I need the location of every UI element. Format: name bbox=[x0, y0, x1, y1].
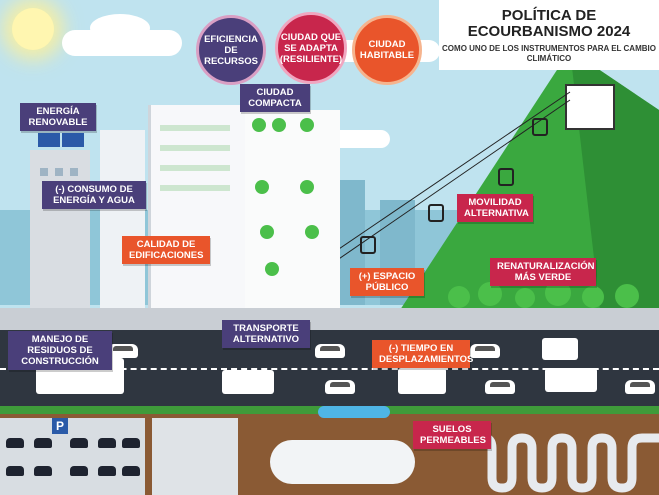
sun-icon bbox=[12, 8, 54, 50]
window bbox=[160, 125, 230, 131]
cable-car-icon bbox=[532, 118, 548, 136]
car-icon bbox=[108, 344, 138, 358]
building-green-tower bbox=[245, 110, 340, 310]
cable-car-icon bbox=[428, 204, 444, 222]
tree-icon bbox=[615, 284, 639, 308]
page-title: POLÍTICA DE ECOURBANISMO 2024 bbox=[467, 7, 631, 40]
tree-icon bbox=[582, 286, 604, 308]
tree-icon bbox=[265, 262, 279, 276]
parked-car-icon bbox=[98, 438, 116, 448]
car-icon bbox=[325, 380, 355, 394]
label-tiempo-desplazamientos: (-) TIEMPO EN DESPLAZAMIENTOS bbox=[372, 340, 473, 368]
label-suelos-permeables: SUELOS PERMEABLES bbox=[413, 421, 491, 449]
cable-car-icon bbox=[498, 168, 514, 186]
window bbox=[40, 168, 48, 176]
parked-car-icon bbox=[34, 466, 52, 476]
parked-car-icon bbox=[122, 438, 140, 448]
parked-car-icon bbox=[70, 438, 88, 448]
circle-eficiencia-label: EFICIENCIA DE RECURSOS bbox=[204, 33, 258, 67]
cable-car-station bbox=[565, 84, 615, 130]
parked-car-icon bbox=[98, 466, 116, 476]
circle-resiliente-label: CIUDAD QUE SE ADAPTA (RESILIENTE) bbox=[279, 31, 343, 65]
page-subtitle: COMO UNO DE LOS INSTRUMENTOS PARA EL CAM… bbox=[442, 44, 656, 63]
parked-car-icon bbox=[6, 466, 24, 476]
car-icon bbox=[625, 380, 655, 394]
van-icon bbox=[542, 338, 578, 360]
water-tank bbox=[270, 440, 415, 484]
window bbox=[160, 145, 230, 151]
road-lane-marking bbox=[0, 368, 659, 370]
tree-icon bbox=[252, 118, 266, 132]
water-puddle bbox=[318, 406, 390, 418]
label-calidad-edificaciones: CALIDAD DE EDIFICACIONES bbox=[122, 236, 210, 264]
sidewalk bbox=[0, 308, 659, 330]
building-center bbox=[148, 105, 246, 310]
building-left bbox=[30, 150, 90, 310]
car-icon bbox=[485, 380, 515, 394]
tree-icon bbox=[305, 225, 319, 239]
label-movilidad-alternativa: MOVILIDAD ALTERNATIVA bbox=[457, 194, 533, 222]
solar-panel-icon bbox=[38, 133, 60, 147]
car-icon bbox=[470, 344, 500, 358]
window bbox=[160, 185, 230, 191]
label-transporte-alternativo: TRANSPORTE ALTERNATIVO bbox=[222, 320, 310, 348]
parked-car-icon bbox=[70, 466, 88, 476]
tree-icon bbox=[300, 180, 314, 194]
circle-habitable-label: CIUDAD HABITABLE bbox=[359, 39, 415, 61]
drainage-pipe bbox=[470, 433, 659, 493]
label-consumo: (-) CONSUMO DE ENERGÍA Y AGUA bbox=[42, 181, 146, 209]
label-manejo-residuos: MANEJO DE RESIDUOS DE CONSTRUCCIÓN bbox=[8, 331, 112, 370]
title-box: POLÍTICA DE ECOURBANISMO 2024 COMO UNO D… bbox=[439, 0, 659, 70]
window bbox=[70, 168, 78, 176]
window bbox=[55, 168, 63, 176]
tree-icon bbox=[448, 286, 470, 308]
parked-car-icon bbox=[34, 438, 52, 448]
bus-icon bbox=[545, 368, 597, 392]
parking-lot bbox=[0, 418, 145, 495]
tree-icon bbox=[515, 288, 535, 308]
tree-icon bbox=[272, 118, 286, 132]
window bbox=[160, 165, 230, 171]
label-espacio-publico: (+) ESPACIO PÚBLICO bbox=[350, 268, 424, 296]
solar-panel-icon bbox=[62, 133, 84, 147]
tree-icon bbox=[300, 118, 314, 132]
building-tall bbox=[100, 130, 145, 310]
bus-icon bbox=[222, 370, 274, 394]
car-icon bbox=[315, 344, 345, 358]
cloud-icon bbox=[90, 14, 150, 42]
cable-car-icon bbox=[360, 236, 376, 254]
tree-icon bbox=[478, 282, 502, 306]
circle-eficiencia: EFICIENCIA DE RECURSOS bbox=[196, 15, 266, 85]
label-ciudad-compacta: CIUDAD COMPACTA bbox=[240, 84, 310, 112]
parking-sign-icon: P bbox=[52, 418, 68, 434]
parked-car-icon bbox=[122, 466, 140, 476]
tree-icon bbox=[260, 225, 274, 239]
label-energia-renovable: ENERGÍA RENOVABLE bbox=[20, 103, 96, 131]
circle-resiliente: CIUDAD QUE SE ADAPTA (RESILIENTE) bbox=[275, 12, 347, 84]
label-renaturalizacion: RENATURALIZACIÓN MÁS VERDE bbox=[490, 258, 596, 286]
parked-car-icon bbox=[6, 438, 24, 448]
bike-storage bbox=[152, 418, 238, 495]
truck-icon bbox=[398, 368, 446, 394]
circle-habitable: CIUDAD HABITABLE bbox=[352, 15, 422, 85]
tree-icon bbox=[255, 180, 269, 194]
